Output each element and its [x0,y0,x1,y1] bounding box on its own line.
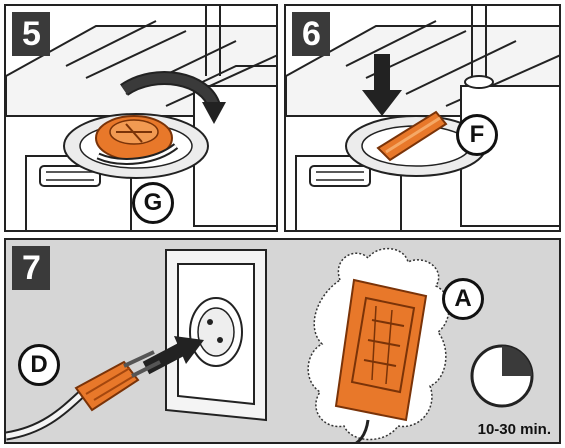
callout-f: F [456,114,498,156]
step-number: 7 [12,246,50,290]
callout-d: D [18,344,60,386]
step-7-panel: 7 D A 10-30 min. [4,238,561,444]
step-6-panel: 6 F [284,4,561,232]
step-7-illustration [6,240,561,444]
step-5-panel: 5 G [4,4,278,232]
timer-clock-icon [472,346,532,406]
step-number: 6 [292,12,330,56]
wall-socket-icon [166,250,266,420]
callout-g: G [132,182,174,224]
callout-a: A [442,278,484,320]
step-number: 5 [12,12,50,56]
duration-label: 10-30 min. [478,421,551,438]
